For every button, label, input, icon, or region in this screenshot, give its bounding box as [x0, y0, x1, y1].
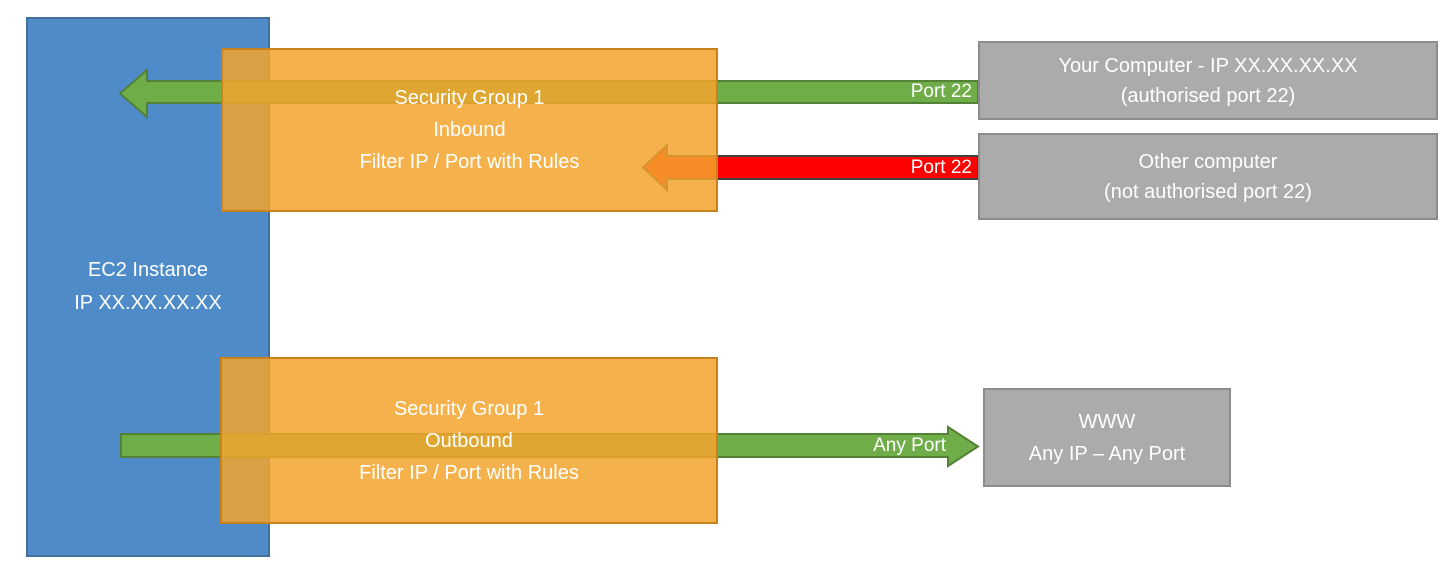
inbound-allowed-port-label: Port 22 [910, 81, 972, 102]
inbound-denied-port-label: Port 22 [910, 157, 972, 178]
sg-outbound-direction: Outbound [425, 429, 513, 452]
sg-outbound-description: Filter IP / Port with Rules [359, 461, 579, 484]
sg-inbound-description: Filter IP / Port with Rules [359, 151, 580, 173]
your-computer-subtitle: (authorised port 22) [1120, 84, 1296, 107]
other-computer-subtitle: (not authorised port 22) [1104, 180, 1312, 203]
sg-inbound-title: Security Group 1 [394, 87, 545, 109]
security-group-inbound-box: Security Group 1 Inbound Filter IP / Por… [221, 48, 718, 212]
other-computer-title: Other computer [1138, 150, 1278, 173]
ec2-instance-title: EC2 Instance [87, 259, 209, 281]
your-computer-box: Your Computer - IP XX.XX.XX.XX (authoris… [978, 41, 1438, 120]
ec2-instance-ip: IP XX.XX.XX.XX [74, 292, 222, 314]
your-computer-title: Your Computer - IP XX.XX.XX.XX [1058, 54, 1358, 77]
outbound-port-label: Any Port [873, 435, 946, 456]
security-group-outbound-box: Security Group 1 Outbound Filter IP / Po… [220, 357, 718, 524]
sg-inbound-direction: Inbound [433, 119, 506, 141]
www-subtitle: Any IP – Any Port [1028, 442, 1186, 465]
www-title: WWW [1078, 410, 1136, 433]
www-box: WWW Any IP – Any Port [983, 388, 1231, 487]
other-computer-box: Other computer (not authorised port 22) [978, 133, 1438, 220]
sg-outbound-title: Security Group 1 [393, 397, 545, 420]
